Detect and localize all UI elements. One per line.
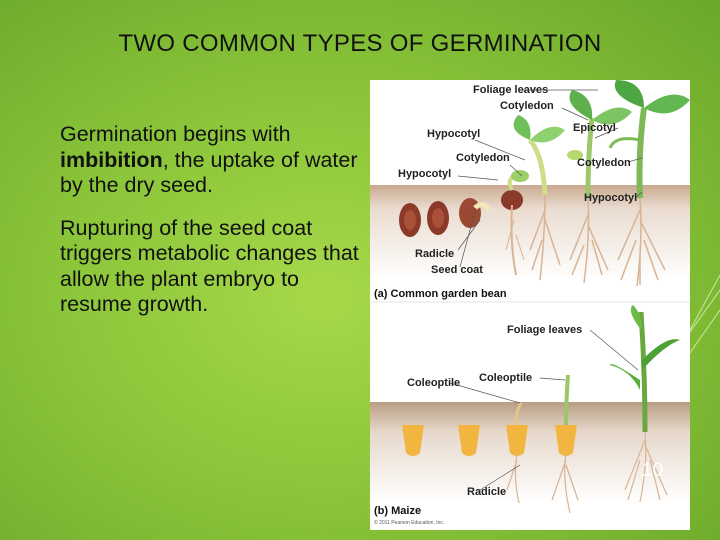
label-coleoptile-left: Coleoptile (407, 377, 461, 389)
label-hypocotyl-upper: Hypocotyl (427, 128, 481, 140)
label-seed-coat: Seed coat (431, 264, 483, 276)
bean-seedling-7-leaves (614, 80, 644, 108)
paragraph-imbibition: Germination begins with imbibition, the … (60, 122, 358, 197)
maize-soil (370, 402, 690, 502)
bean-seedling-4-seed (501, 190, 523, 210)
label-hypocotyl-left: Hypocotyl (398, 168, 452, 180)
bean-soil (370, 185, 690, 280)
label-foliage-leaves-maize: Foliage leaves (507, 324, 583, 336)
label-coleoptile-mid: Coleoptile (479, 372, 533, 384)
label-hypocotyl-right: Hypocotyl (584, 192, 638, 204)
page-number: 10 (642, 460, 664, 481)
label-epicotyl: Epicotyl (573, 122, 616, 134)
bean-seedling-6-leaves (569, 90, 593, 120)
term-imbibition: imbibition (60, 147, 163, 172)
maize-kernel-2 (458, 425, 480, 456)
caption-bean: (a) Common garden bean (374, 288, 507, 300)
body-text: Germination begins with imbibition, the … (60, 122, 360, 335)
label-foliage-leaves-bean: Foliage leaves (473, 84, 549, 96)
label-cotyledon-right: Cotyledon (577, 157, 631, 169)
maize-kernel-4 (555, 425, 577, 456)
maize-kernel-1 (402, 425, 424, 456)
bean-seedling-5-leaves (513, 115, 531, 140)
label-radicle-bean: Radicle (415, 248, 455, 260)
germination-figure: Foliage leaves Cotyledon Hypocotyl Epico… (370, 80, 690, 530)
slide-title: TWO COMMON TYPES OF GERMINATION (118, 30, 602, 57)
label-cotyledon-top: Cotyledon (500, 100, 554, 112)
caption-maize: (b) Maize (374, 505, 422, 517)
maize-plant-leaves (610, 364, 640, 390)
copyright-notice: © 2011 Pearson Education, Inc. (374, 520, 445, 526)
germination-illustration (370, 80, 690, 514)
label-cotyledon-mid: Cotyledon (456, 152, 510, 164)
label-radicle-maize: Radicle (467, 486, 507, 498)
maize-kernel-3 (506, 425, 528, 456)
paragraph-seed-coat: Rupturing of the seed coat triggers meta… (60, 215, 359, 317)
